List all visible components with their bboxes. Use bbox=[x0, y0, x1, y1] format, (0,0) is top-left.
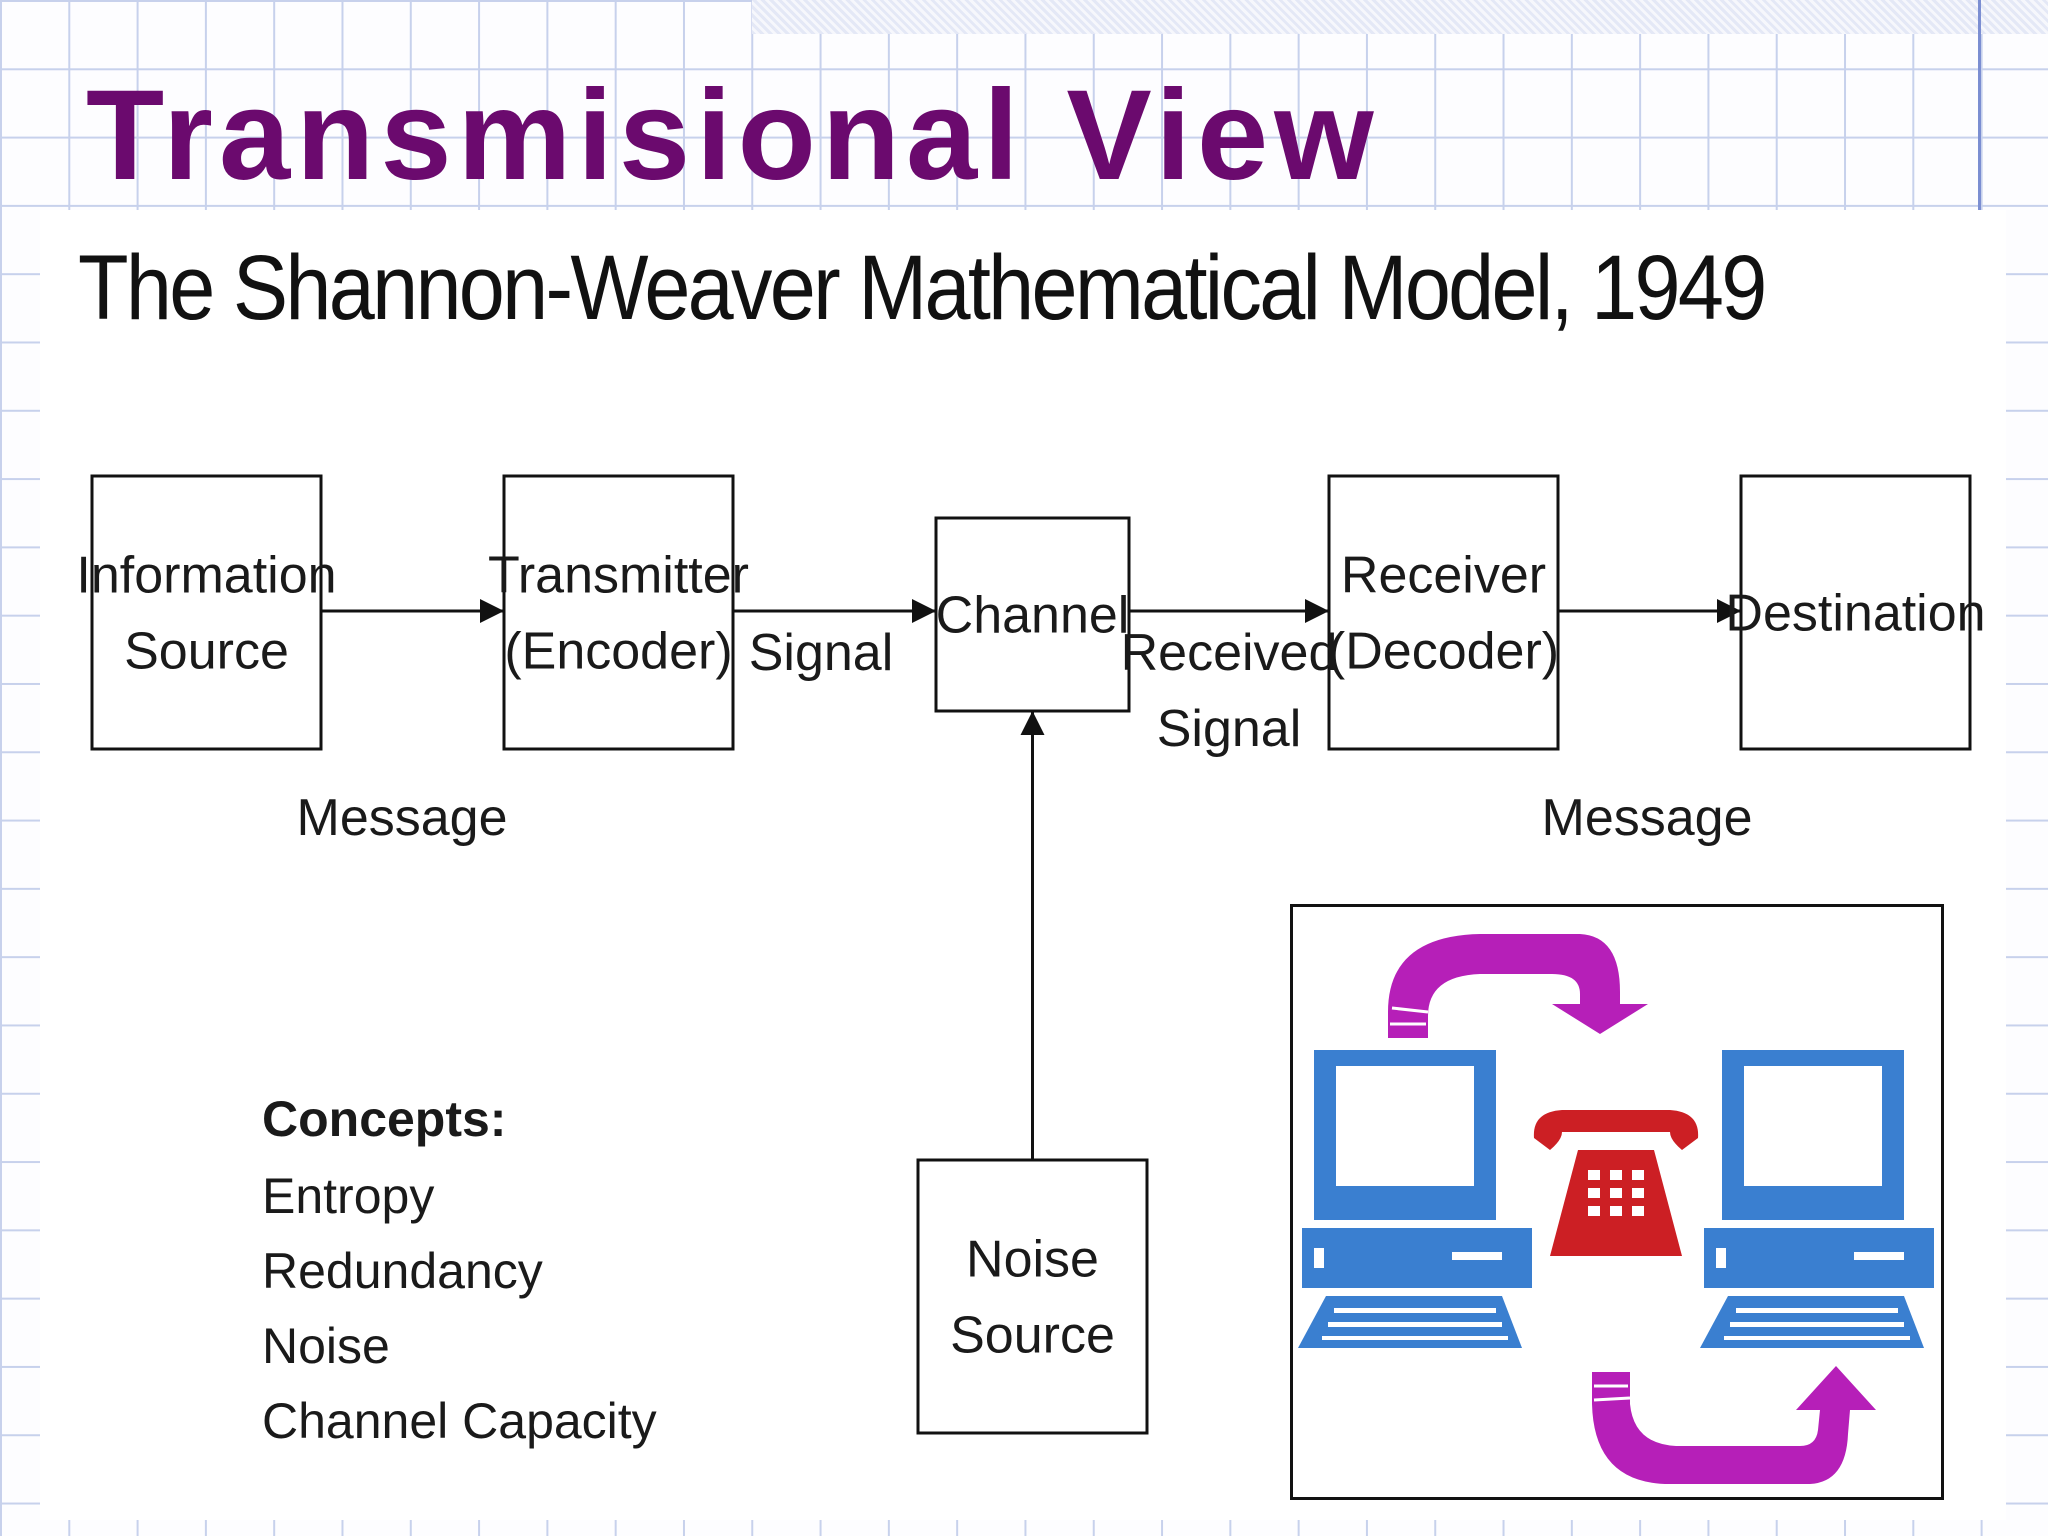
edge-channel-to-receiver bbox=[1129, 599, 1329, 623]
receiver-label: Receiver bbox=[1341, 547, 1546, 605]
transmitter-label: (Encoder) bbox=[504, 623, 732, 681]
edge-information-source-to-transmitter bbox=[321, 599, 504, 623]
edge-label: Message bbox=[1542, 789, 1753, 847]
information-source-label: Information bbox=[76, 547, 336, 605]
noise-source-label: Noise bbox=[966, 1231, 1099, 1289]
transmitter-box: Transmitter (Encoder) bbox=[488, 474, 749, 751]
transmitter-label: Transmitter bbox=[488, 547, 749, 605]
edge-receiver-to-destination bbox=[1558, 599, 1741, 623]
diagram-panel: The Shannon-Weaver Mathematical Model, 1… bbox=[40, 210, 2006, 1520]
noise-source-label: Source bbox=[950, 1307, 1115, 1365]
slide-title: Transmisional View bbox=[86, 64, 1380, 207]
information-source-label: Source bbox=[124, 623, 289, 681]
decorative-band bbox=[752, 0, 2048, 34]
receiver-label: (Decoder) bbox=[1328, 623, 1559, 681]
computer-icon bbox=[1700, 1050, 1934, 1348]
channel-box: Channel bbox=[934, 516, 1131, 713]
concept-item: Redundancy bbox=[262, 1243, 543, 1299]
decorative-line bbox=[1978, 0, 1981, 210]
edge-label: Signal bbox=[1157, 700, 1302, 758]
channel-label: Channel bbox=[936, 587, 1130, 645]
edge-label: Received bbox=[1121, 624, 1338, 682]
network-illustration bbox=[1290, 904, 1944, 1500]
concepts-heading: Concepts: bbox=[262, 1091, 507, 1147]
edge-noise-source-to-channel bbox=[1020, 711, 1045, 1160]
destination-box: Destination bbox=[1725, 474, 1986, 751]
concept-item: Noise bbox=[262, 1318, 390, 1374]
curved-arrow-icon bbox=[1592, 1366, 1876, 1484]
concept-item: Channel Capacity bbox=[262, 1393, 657, 1449]
concepts-list: Entropy Redundancy Noise Channel Capacit… bbox=[262, 1159, 657, 1459]
destination-label: Destination bbox=[1725, 585, 1985, 643]
curved-arrow-icon bbox=[1388, 934, 1648, 1038]
concepts-block: Concepts: Entropy Redundancy Noise Chann… bbox=[262, 1092, 657, 1459]
diagram-subtitle: The Shannon-Weaver Mathematical Model, 1… bbox=[78, 237, 1767, 339]
concept-item: Entropy bbox=[262, 1168, 435, 1224]
edge-transmitter-to-channel bbox=[733, 599, 936, 623]
computer-icon bbox=[1298, 1050, 1532, 1348]
edge-label: Signal bbox=[749, 624, 894, 682]
receiver-box: Receiver (Decoder) bbox=[1327, 474, 1560, 751]
telephone-icon bbox=[1533, 1110, 1699, 1256]
edge-label: Message bbox=[297, 789, 508, 847]
